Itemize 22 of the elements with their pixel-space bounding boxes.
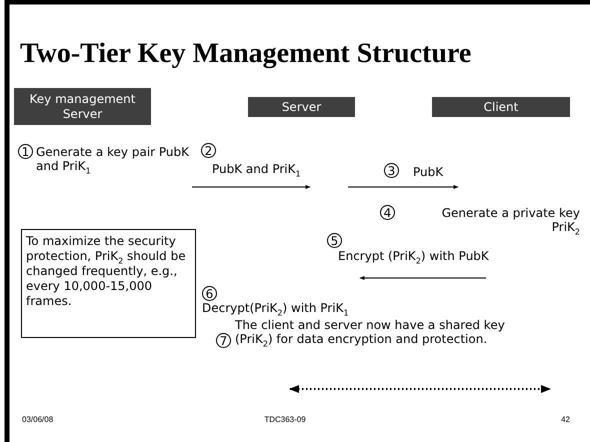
note-box: To maximize the security protection, PriK$_{2}$ should be changed frequently, e.g., every 10,000-15,000 frames. <box>21 229 196 338</box>
lane-header: Server <box>248 97 355 117</box>
lane-header: Client <box>432 97 570 117</box>
footer-text: 03/06/08 <box>22 415 54 425</box>
step-number: 1 <box>18 144 33 159</box>
step-text: PubK <box>413 165 444 179</box>
lane-header: Key management Server <box>14 88 151 125</box>
footer-text: 42 <box>560 415 570 425</box>
slide-title: Two-Tier Key Management Structure <box>20 38 472 70</box>
step-number: 5 <box>327 233 342 248</box>
step-text: Decrypt(PriK$_{2}$) with PriK$_{1}$ <box>202 301 350 315</box>
step-text: Generate a private key PriK$_{2}$ <box>440 206 580 234</box>
step-text: Generate a key pair PubK and PriK$_{1}$ <box>36 145 190 173</box>
step-number: 3 <box>384 163 399 178</box>
step-number: 4 <box>380 205 395 220</box>
footer-text: TDC363-09 <box>263 415 307 425</box>
step-number: 7 <box>216 333 231 348</box>
step-number: 2 <box>201 143 216 158</box>
step-number: 6 <box>202 286 217 301</box>
step-text: Encrypt (PriK$_{2}$) with PubK <box>338 249 490 263</box>
step-text: The client and server now have a shared key (PriK$_{2}$) for data encryption and protection. <box>235 318 506 346</box>
step-text: PubK and PriK$_{1}$ <box>212 162 302 176</box>
